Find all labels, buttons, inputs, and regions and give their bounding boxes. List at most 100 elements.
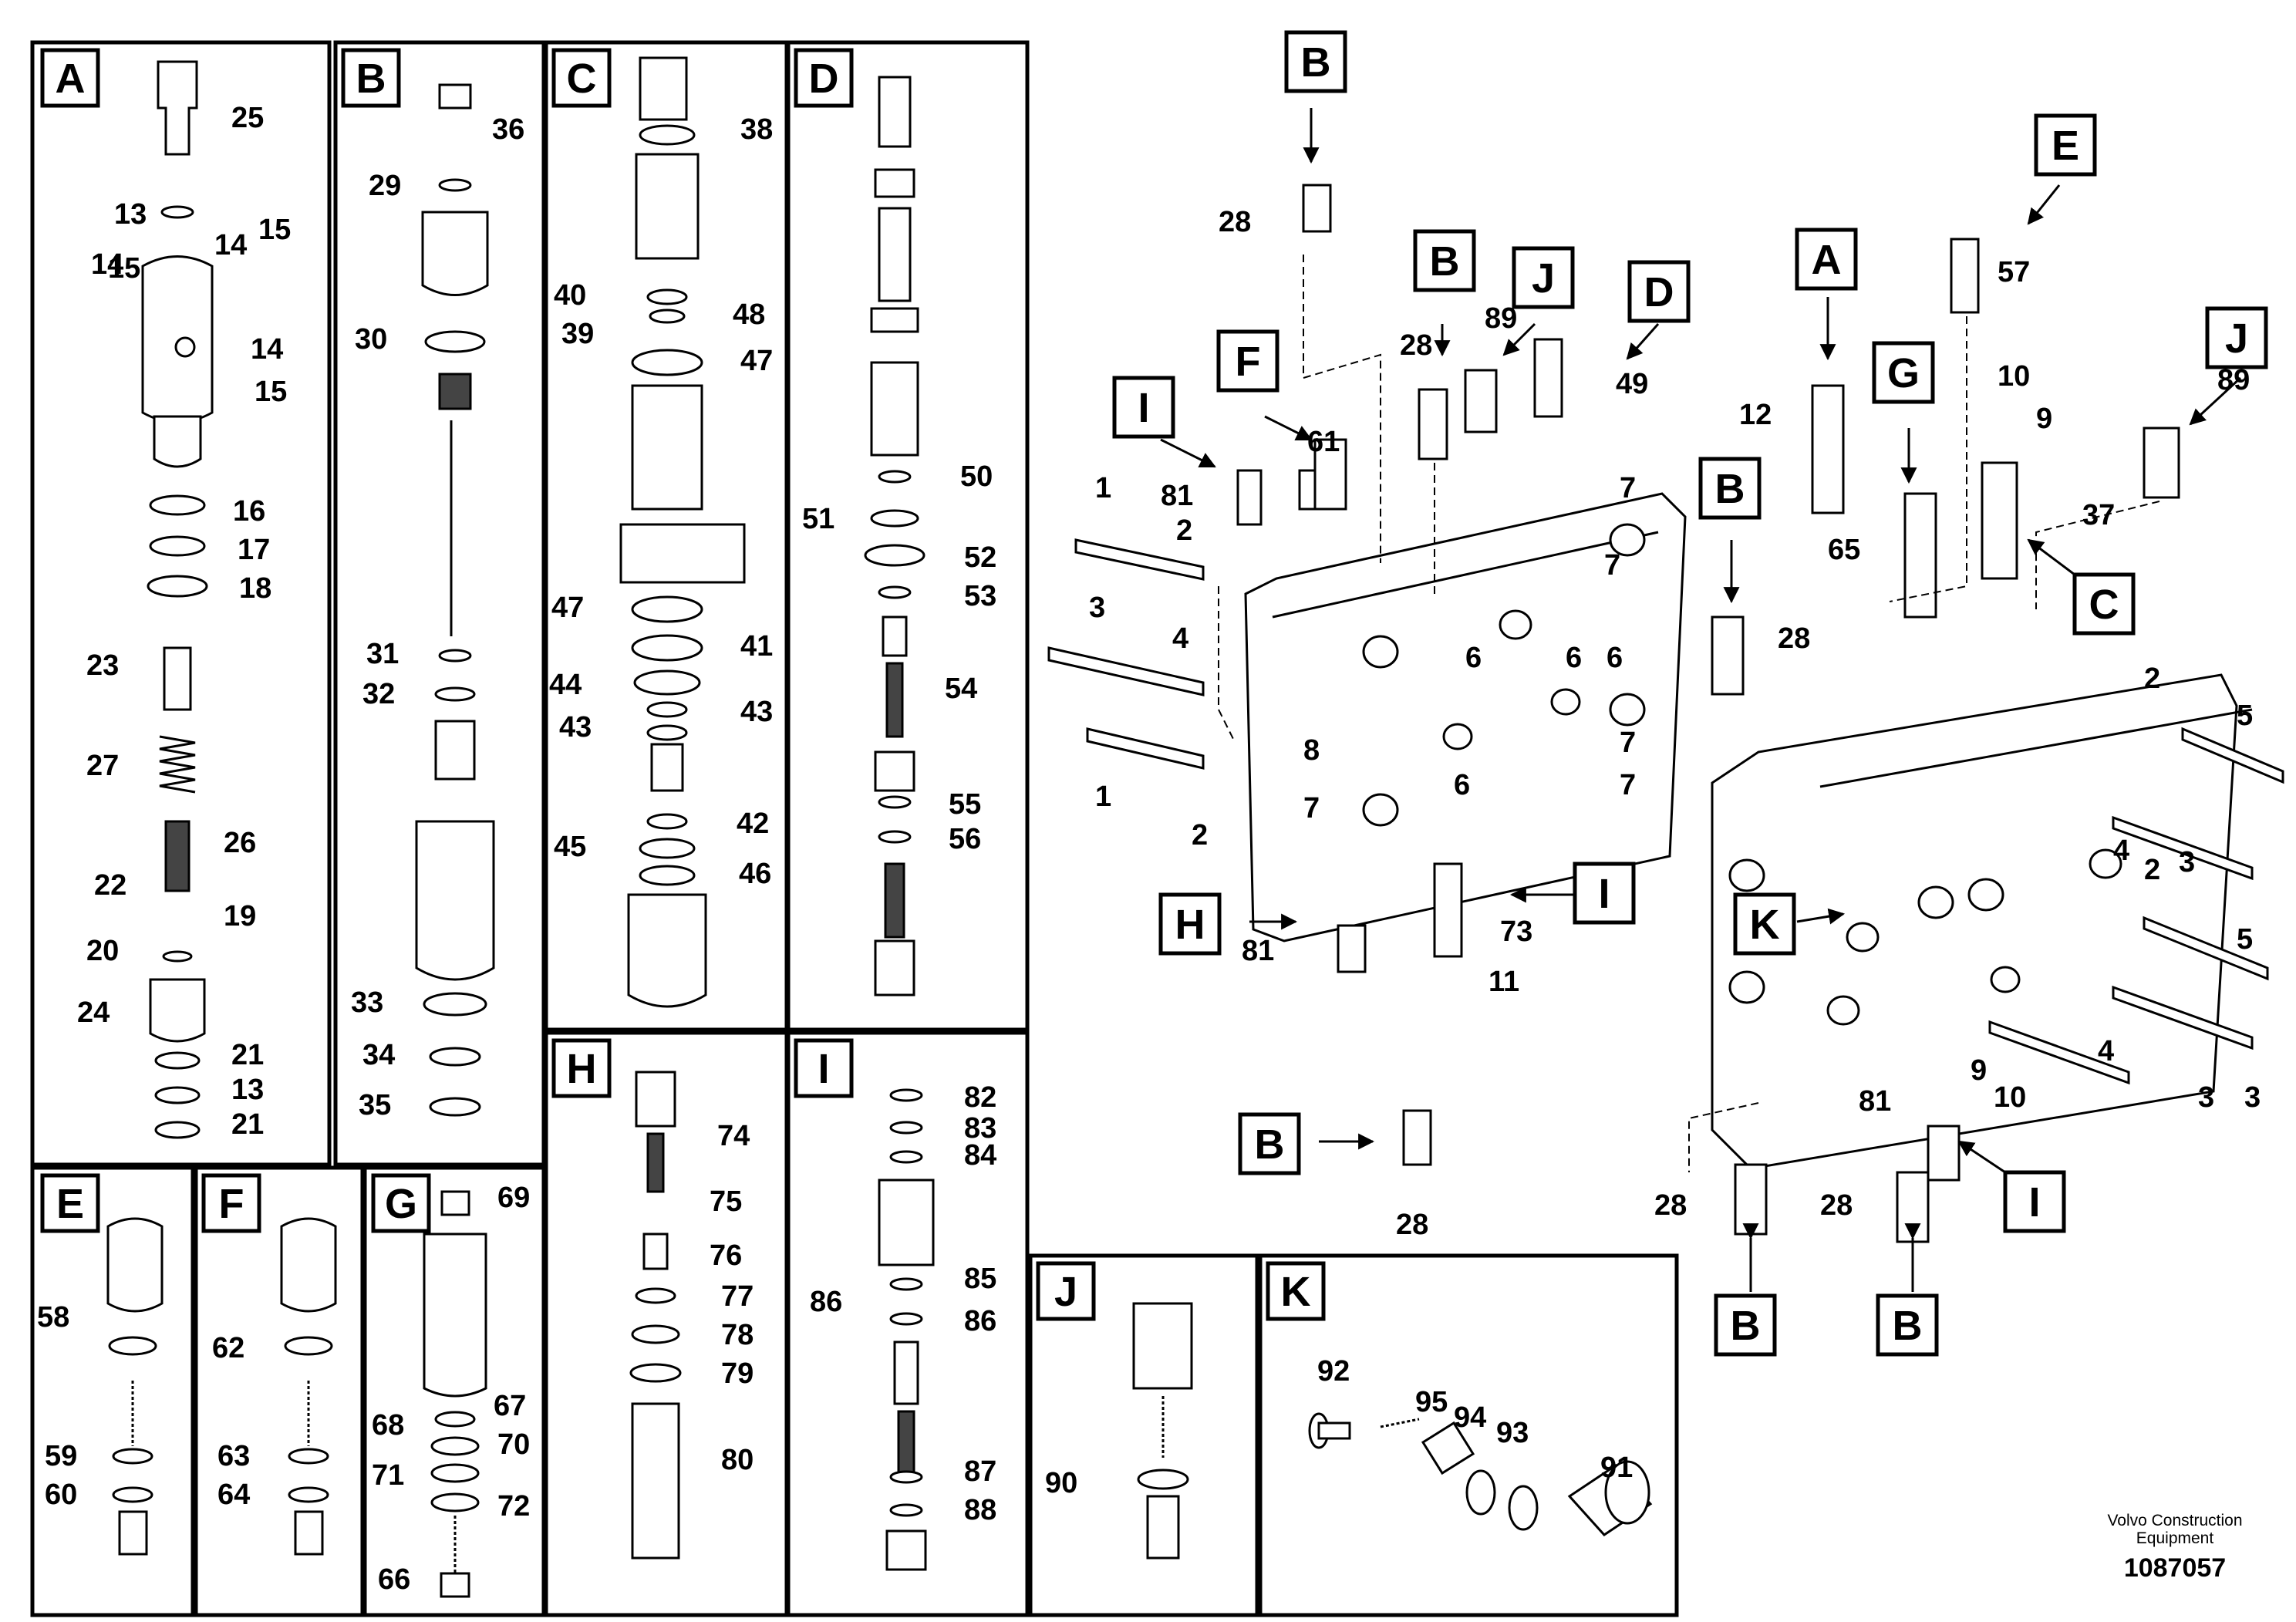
sleeve-part (434, 720, 476, 781)
plug-part (280, 1217, 337, 1313)
callout-left-2-text: J (1532, 255, 1555, 302)
o-ring-part (889, 1088, 923, 1102)
assembly-right-part-0: 57 (1998, 256, 2030, 288)
valve-seat-part (149, 978, 206, 1043)
part-number-A-17: 24 (77, 996, 110, 1029)
part-number-I-2: 84 (964, 1139, 996, 1172)
callout-left-7-text: H (1175, 902, 1205, 948)
credit-line-1: Volvo Construction (2107, 1512, 2243, 1529)
panel-letter-K-text: K (1281, 1269, 1311, 1315)
callout-right-1: A (1795, 228, 1858, 291)
o-ring-part (639, 865, 696, 886)
assembly-right-part-13: 5 (2237, 923, 2253, 956)
part-number-B-5: 33 (351, 986, 383, 1019)
port-hole (1499, 609, 1532, 640)
part-number-K-1: 95 (1415, 1386, 1448, 1418)
panel-letter-C-text: C (567, 56, 597, 102)
pointer-line (1626, 323, 1660, 360)
callout-right-9: B (1876, 1293, 1939, 1357)
o-ring-part (864, 544, 925, 567)
valve-body-part (870, 361, 919, 457)
part-number-C-11: 45 (554, 831, 586, 863)
part-number-D-5: 55 (949, 788, 981, 821)
o-ring-part (423, 992, 487, 1017)
panel-frame-I (786, 1030, 1030, 1617)
assembly-left-part-22: 81 (1242, 935, 1274, 967)
end-cap-part (1604, 1460, 1650, 1525)
part-number-D-2: 52 (964, 541, 996, 574)
part-number-E-0: 58 (37, 1301, 69, 1334)
cartridge-part (1533, 338, 1563, 418)
panel-frame-F (194, 1165, 365, 1617)
valve-cap-part (635, 153, 700, 260)
callout-right-0: E (2034, 113, 2097, 177)
assembly-left-part-10: 1 (1095, 781, 1111, 813)
valve-body-part (415, 820, 495, 981)
assembly-right-part-15: 3 (2198, 1081, 2214, 1114)
part-number-I-4: 86 (810, 1286, 842, 1318)
callout-right-7: I (2003, 1170, 2066, 1233)
o-ring-part (878, 585, 912, 599)
part-number-A-12: 27 (86, 750, 119, 782)
o-ring-part (430, 1463, 480, 1483)
assembly-left-part-5: 81 (1161, 480, 1193, 512)
callout-right-4: B (1698, 457, 1762, 520)
part-number-H-2: 76 (710, 1239, 742, 1272)
callout-pointers (1160, 108, 2242, 1292)
poppet-part (1146, 1495, 1180, 1560)
valve-seat-part (153, 415, 202, 468)
publisher-credit: Volvo Construction Equipment 1087057 (2098, 1512, 2252, 1583)
part-number-C-8: 43 (559, 711, 592, 744)
callout-left-6-text: I (1598, 871, 1610, 917)
o-ring-part (889, 1277, 923, 1291)
o-ring-part (646, 288, 688, 305)
panel-frame-G (362, 1165, 546, 1617)
document-number: 1087057 (2123, 1553, 2227, 1583)
part-number-C-9: 43 (740, 696, 773, 728)
callout-right-1-text: A (1812, 237, 1842, 283)
plug-part (878, 76, 912, 148)
assembly-left-part-0: 28 (1219, 206, 1251, 238)
assembly-right-part-2: 10 (1998, 360, 2030, 393)
stem-part (1317, 1421, 1351, 1440)
part-number-E-2: 60 (45, 1479, 77, 1511)
panel-letter-E-text: E (56, 1181, 84, 1227)
part-drawings (106, 56, 2253, 1598)
part-number-G-0: 69 (497, 1182, 530, 1214)
assembly-right-part-14: 4 (2098, 1035, 2114, 1067)
assembly-right-part-9: 5 (2237, 700, 2253, 732)
callout-right-4-frame (1698, 457, 1762, 520)
port-hole (1917, 885, 1954, 919)
callout-left-7-frame (1158, 892, 1222, 956)
o-ring-part (149, 535, 206, 557)
credit-line-2: Equipment (2136, 1529, 2214, 1547)
assembly-left-part-18: 6 (1607, 642, 1623, 674)
port-hole (1728, 858, 1765, 892)
o-ring-part (646, 701, 688, 718)
plug-part (106, 1217, 164, 1313)
callout-left-8: B (1238, 1112, 1301, 1175)
callout-right-5-text: C (2089, 582, 2119, 628)
panel-letter-G-frame (371, 1173, 431, 1233)
nut-part (870, 307, 919, 333)
o-ring-part (154, 1086, 201, 1104)
part-number-A-15: 19 (224, 900, 256, 932)
callout-right-0-frame (2034, 113, 2097, 177)
panel-letter-H-frame (551, 1038, 612, 1098)
o-ring-part (889, 1503, 923, 1517)
callout-left-1-text: B (1430, 238, 1460, 285)
callout-left-3-text: D (1644, 269, 1674, 315)
part-number-I-5: 86 (964, 1305, 996, 1337)
callout-right-3-text: G (1887, 350, 1920, 396)
callout-left-7: H (1158, 892, 1222, 956)
callout-right-3: G (1872, 341, 1935, 404)
panel-letter-K-frame (1266, 1261, 1326, 1321)
part-number-A-19: 13 (231, 1074, 264, 1106)
part-number-G-5: 72 (497, 1490, 530, 1523)
callout-left-1: B (1413, 229, 1476, 292)
panel-letter-J-frame (1036, 1261, 1096, 1321)
assembly-right-part-17: 9 (1971, 1054, 1987, 1087)
cartridge-part (1236, 469, 1263, 526)
part-number-C-4: 47 (740, 345, 773, 377)
o-ring-part (1137, 1469, 1189, 1490)
